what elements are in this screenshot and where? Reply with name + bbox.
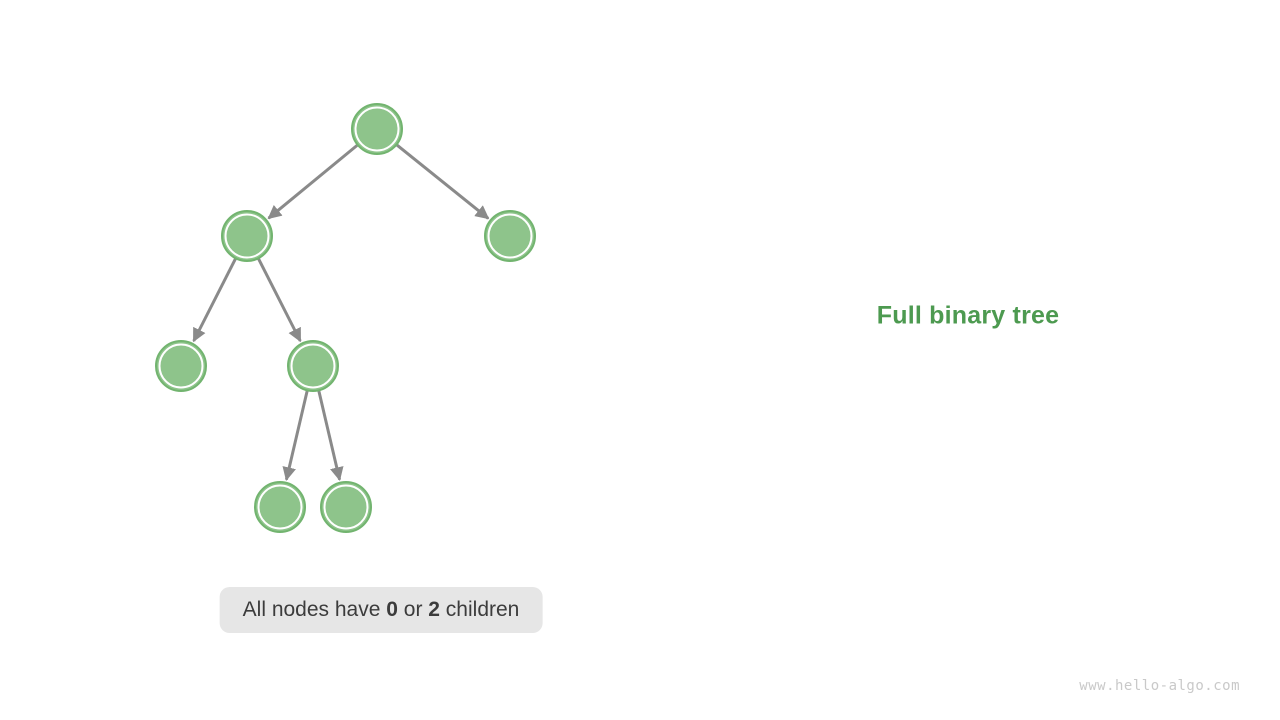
tree-node-lr-right [320, 481, 372, 533]
caption-text-middle: or [397, 598, 429, 621]
tree-edge-left-to-left-right [256, 257, 302, 343]
node-layer [155, 103, 536, 533]
diagram-title: Full binary tree [876, 301, 1060, 330]
watermark-url: www.hello-algo.com [1079, 678, 1240, 694]
caption-box: All nodes have 0 or 2 children [219, 587, 543, 633]
tree-node-left [221, 210, 273, 262]
edge-layer [192, 143, 490, 482]
tree-edge-left-right-to-lr-right [317, 389, 344, 482]
tree-node-root [351, 103, 403, 155]
caption-text-suffix: children [439, 598, 520, 621]
tree-edge-left-right-to-lr-left [282, 389, 309, 482]
tree-edge-root-to-left [267, 143, 359, 220]
caption-bold-zero: 0 [386, 598, 398, 621]
tree-node-left-right [287, 340, 339, 392]
caption-bold-two: 2 [428, 598, 440, 621]
tree-node-lr-left [254, 481, 306, 533]
tree-node-right [484, 210, 536, 262]
caption-text-prefix: All nodes have [242, 598, 387, 621]
tree-edge-root-to-right [395, 143, 490, 220]
tree-node-left-left [155, 340, 207, 392]
tree-edge-left-to-left-left [192, 257, 238, 343]
